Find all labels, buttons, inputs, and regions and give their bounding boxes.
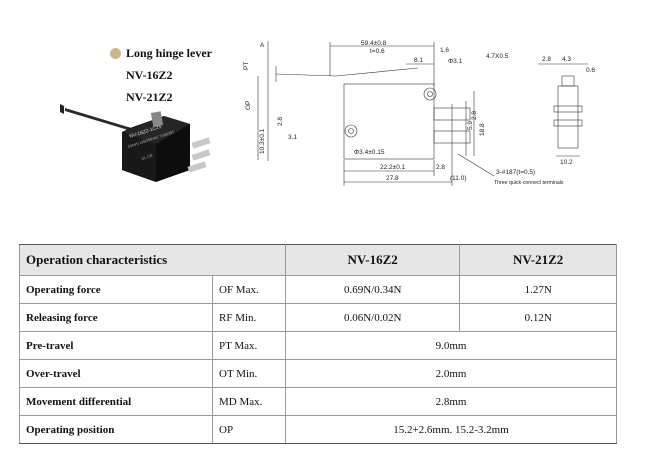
dim-pt: PT (243, 62, 250, 70)
row-value-shared: 2.0mm (285, 359, 617, 388)
row-symbol: MD Max. (212, 387, 286, 416)
row-symbol: OP (212, 415, 286, 444)
photo-label-marks: UL CE (141, 152, 154, 160)
dim-height-18-8: 18.8 (479, 123, 486, 136)
table-row: Operating position OP 15.2+2.6mm. 15.2-3… (19, 415, 617, 444)
row-name: Over-travel (19, 359, 213, 388)
row-value-shared: 15.2+2.6mm. 15.2-3.2mm (285, 415, 617, 444)
header-characteristics: Operation characteristics (19, 244, 286, 276)
table-row: Operating force OF Max. 0.69N/0.34N 1.27… (19, 275, 617, 304)
row-name: Operating position (19, 415, 213, 444)
header-model-1: NV-16Z2 (284, 244, 461, 276)
row-value-model-1: 0.69N/0.34N (284, 275, 461, 304)
dim-side-0-6: 0.6 (586, 67, 595, 74)
dim-op: OP (245, 101, 252, 110)
dim-mount-hole: Φ3.4±0.15 (354, 149, 385, 156)
product-legend: Long hinge lever NV-16Z2 NV-21Z2 (110, 42, 212, 108)
dim-height-10-3: 10.3±0.1 (259, 128, 266, 154)
dim-hole-diameter: Φ3.1 (448, 58, 463, 65)
dim-height-5-9: 5.9 (467, 121, 474, 130)
row-name: Operating force (19, 275, 213, 304)
row-value-model-2: 1.27N (459, 275, 617, 304)
row-name: Pre-travel (19, 331, 213, 360)
table-row: Movement differential MD Max. 2.8mm (19, 387, 617, 416)
dim-height-2-8b: 2.8 (471, 111, 478, 120)
row-value-model-2: 0.12N (459, 303, 617, 332)
lever-type-row: Long hinge lever (110, 42, 212, 64)
dim-a: A (260, 42, 265, 49)
table-row: Releasing force RF Min. 0.06N/0.02N 0.12… (19, 303, 617, 332)
dim-height-2-8a: 2.8 (277, 117, 284, 126)
lever-type: Long hinge lever (126, 46, 212, 60)
dim-tab-length: 4.7X0.5 (486, 53, 509, 60)
dim-side-4-3: 4.3 (562, 56, 571, 63)
bullet-icon (110, 47, 121, 59)
model-1: NV-16Z2 (126, 68, 173, 82)
dim-lever-thickness: t=0.6 (370, 48, 385, 55)
table-header-row: Operation characteristics NV-16Z2 NV-21Z… (19, 244, 617, 276)
row-symbol: OF Max. (212, 275, 286, 304)
dim-lever-width: 8.1 (414, 57, 423, 64)
row-name: Movement differential (19, 387, 213, 416)
dim-terminal-length: (11.0) (450, 175, 467, 182)
row-symbol: OT Min. (212, 359, 286, 388)
terminal-caption: Three quick-connect terminals (494, 180, 564, 186)
dim-pin: 3.1 (288, 134, 297, 141)
model-2: NV-21Z2 (126, 90, 173, 104)
body-outline (343, 83, 435, 160)
microswitch-photo: NV-16Z2-1C25 16A(H) 125/250VAC T105/25T … (60, 104, 211, 182)
header-model-2: NV-21Z2 (459, 244, 617, 276)
row-symbol: PT Max. (212, 331, 286, 360)
table-row: Pre-travel PT Max. 9.0mm (19, 331, 617, 360)
row-symbol: RF Min. (212, 303, 286, 332)
product-header: Long hinge lever NV-16Z2 NV-21Z2 NV-16Z2… (0, 0, 650, 200)
row-value-shared: 2.8mm (285, 387, 617, 416)
dim-side-10-2: 10.2 (560, 159, 573, 166)
dim-terminal-offset: 2.8 (436, 164, 445, 171)
dim-side-2-8: 2.8 (542, 56, 551, 63)
row-name: Releasing force (19, 303, 213, 332)
operation-characteristics-table: Operation characteristics NV-16Z2 NV-21Z… (19, 244, 617, 444)
terminal-note: 3-#187(t=0.5) (496, 169, 535, 176)
dim-pitch: 22.2±0.1 (380, 164, 406, 171)
row-value-shared: 9.0mm (285, 331, 617, 360)
dimension-drawing: 59.4±0.8 t=0.6 8.1 1.6 Φ3.1 4.7X0.5 A PT… (243, 40, 595, 186)
dim-tab-thickness: 1.6 (440, 47, 449, 54)
table-row: Over-travel OT Min. 2.0mm (19, 359, 617, 388)
row-value-model-1: 0.06N/0.02N (284, 303, 461, 332)
dim-overall-length: 59.4±0.8 (361, 40, 387, 47)
dim-body-length: 27.8 (386, 175, 399, 182)
